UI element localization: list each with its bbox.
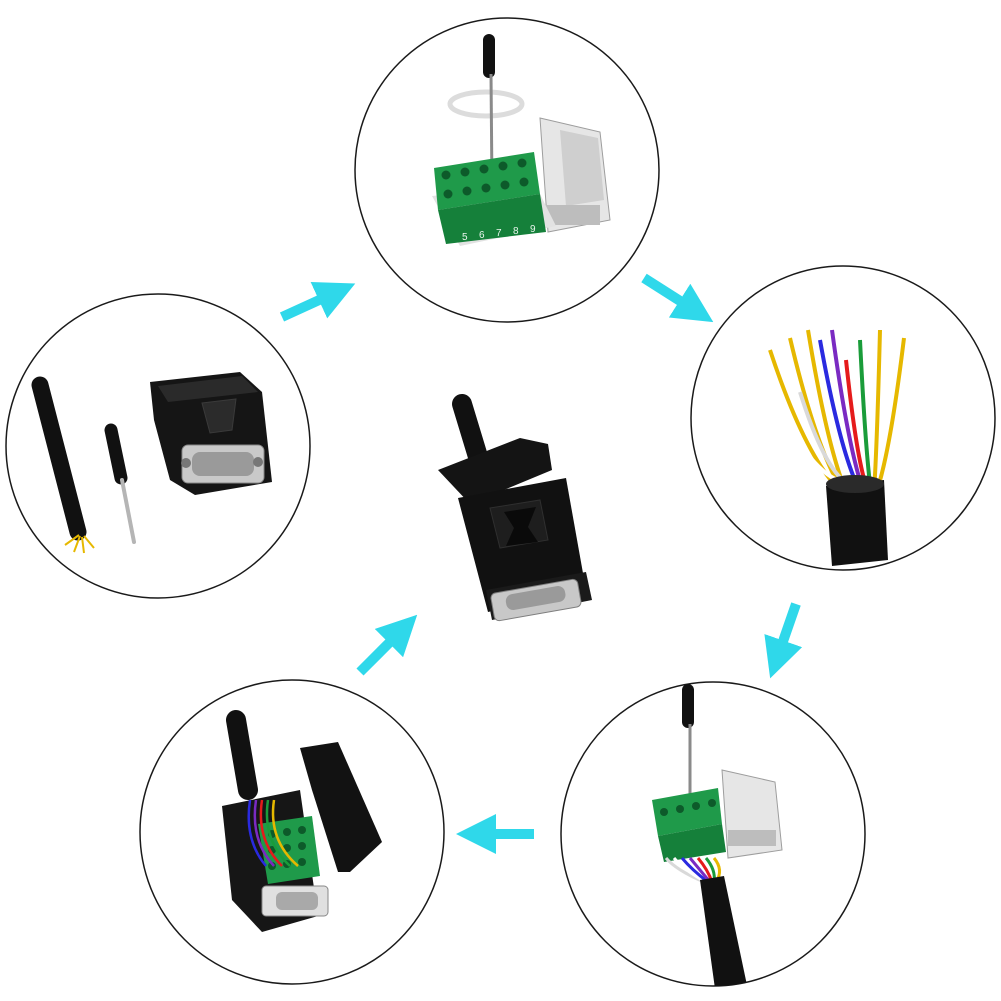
screw-icon: [298, 858, 306, 866]
rotate-arrow-icon: [447, 89, 525, 119]
step-close-housing: [139, 679, 445, 985]
screw-icon: [519, 177, 529, 187]
cable-end-icon: [31, 376, 95, 554]
colored-wires-icon: [247, 799, 299, 867]
arrow-icon: [764, 602, 803, 679]
wire-icon: [872, 329, 882, 485]
arrow-icon: [279, 281, 356, 322]
screw-icon: [443, 189, 453, 199]
pin-number-label: 7: [496, 228, 502, 239]
screw-icon: [460, 167, 470, 177]
wire-icon: [271, 799, 299, 867]
wire-icon: [247, 799, 267, 867]
screw-icon: [676, 805, 684, 813]
result-assembled-connector: [438, 394, 592, 622]
screw-icon: [500, 180, 510, 190]
wire-icon: [265, 799, 291, 867]
connector-kit-icon: [150, 372, 272, 495]
screw-icon: [441, 170, 451, 180]
wire-icon: [818, 339, 859, 485]
wire-icon: [788, 337, 841, 485]
step-strip-wires: [690, 265, 996, 571]
cable-jacket-icon: [700, 876, 748, 986]
terminal-block-icon: [247, 799, 320, 884]
pin-number-label: 9: [530, 224, 536, 235]
screw-icon: [268, 862, 276, 870]
step-circle: [690, 265, 996, 571]
wire-icon: [858, 339, 872, 485]
arrow-icon: [641, 273, 714, 323]
arrow-icon: [356, 614, 418, 676]
cable-jacket-icon: [226, 710, 258, 800]
screw-icon: [692, 802, 700, 810]
screw-icon: [498, 161, 508, 171]
wire-icon: [877, 337, 906, 485]
cable-jacket-icon: [826, 475, 888, 566]
screw-icon: [283, 828, 291, 836]
pin-number-label: 5: [462, 232, 468, 243]
wire-icon: [806, 329, 845, 485]
screw-icon: [660, 808, 668, 816]
db9-metal-shell-icon: [261, 885, 329, 917]
screwdriver-icon: [104, 423, 136, 544]
screw-icon: [298, 842, 306, 850]
db9-metal-shell-icon: [721, 769, 783, 859]
pin-number-label: 8: [513, 226, 519, 237]
step-insert-wires: [560, 681, 866, 987]
screw-icon: [462, 186, 472, 196]
pin-number-label: 6: [479, 230, 485, 241]
screw-icon: [298, 826, 306, 834]
wire-icon: [253, 799, 275, 867]
screw-icon: [481, 183, 491, 193]
screw-icon: [479, 164, 489, 174]
screw-icon: [708, 799, 716, 807]
flow-arrows: [279, 273, 803, 854]
colored-wires-icon: [768, 329, 906, 486]
terminal-block-icon: [652, 788, 726, 862]
db9-metal-shell-icon: [539, 117, 611, 233]
wire-icon: [259, 799, 283, 867]
wire-icon: [830, 329, 863, 485]
step-parts-kit: [5, 293, 311, 599]
screw-icon: [517, 158, 527, 168]
